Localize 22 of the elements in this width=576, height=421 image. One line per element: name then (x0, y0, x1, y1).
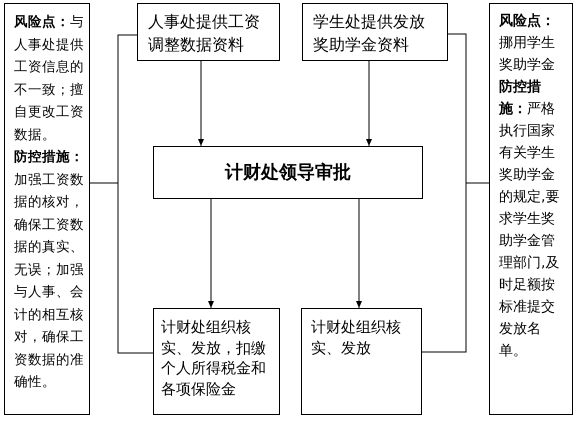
process-box (153, 308, 280, 415)
process-label: 计财处组织核实、发放 (311, 317, 402, 358)
connector-line (90, 182, 154, 354)
process-label: 计财处组织核实、发放，扣缴个人所得税金和各项保险金 (161, 317, 267, 399)
control-measure-text: 防控措施：严格执行国家有关学生奖助学金的规定,要求学生奖助学金管理部门,及时足额按标准提交发放名单。 (499, 78, 560, 361)
arrow (366, 60, 372, 146)
arrow (208, 198, 214, 308)
process-box (302, 3, 448, 61)
risk-point-text: 风险点：挪用学生奖助学金 (499, 12, 556, 75)
arrow (198, 60, 204, 146)
arrow (356, 198, 362, 308)
connector-line (422, 182, 490, 352)
control-measure-text: 防控措施：加强工资数据的核对，确保工资数据的真实、无误；加强与人事、会计的相互核对，确保工资数据的准确性。 (14, 148, 85, 392)
process-box (301, 308, 422, 415)
process-box (137, 3, 280, 61)
process-label: 人事处提供工资调整数据资料 (148, 11, 261, 56)
risk-note-box (4, 3, 90, 415)
approval-box (153, 146, 423, 199)
approval-label: 计财处领导审批 (225, 160, 351, 184)
process-label: 学生处提供发放奖助学金资料 (313, 11, 426, 56)
risk-note-box (489, 3, 573, 415)
risk-point-text: 风险点：与人事处提供工资信息的不一致；擅自更改工资数据。 (14, 13, 85, 144)
